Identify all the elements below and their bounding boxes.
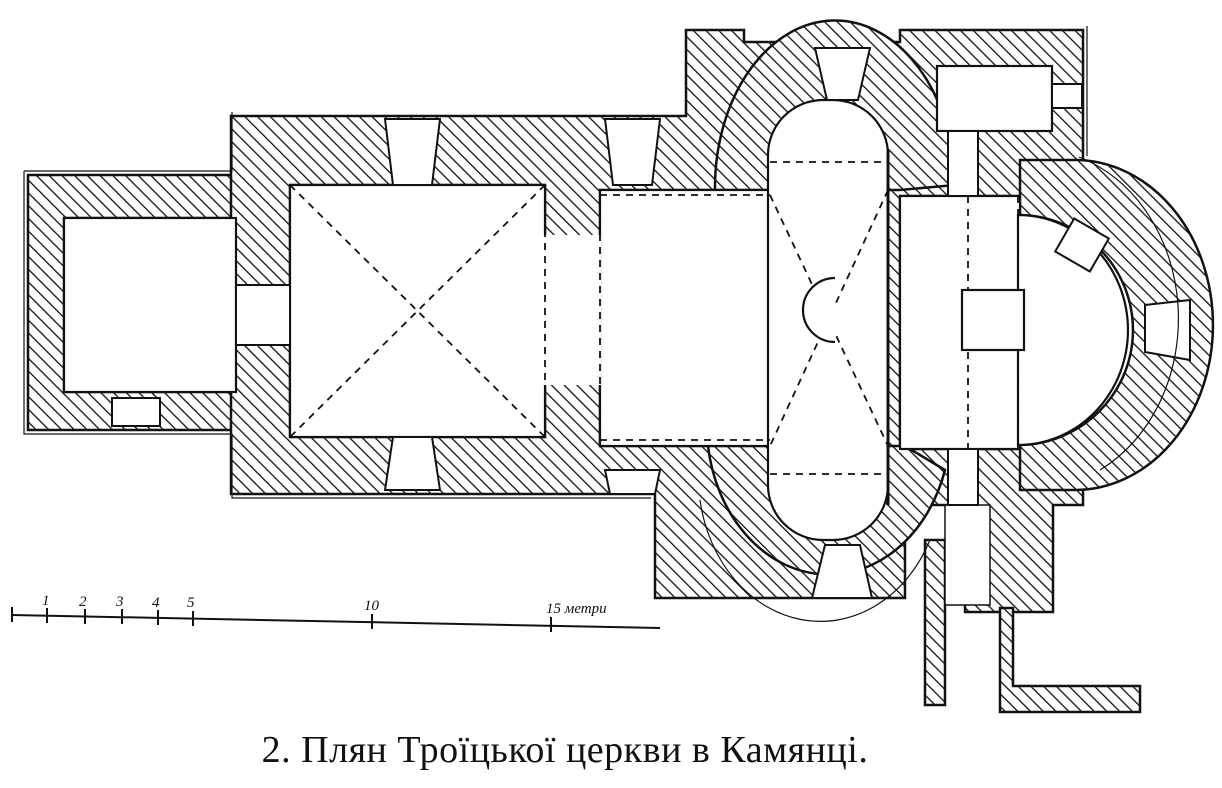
crossing-diagonal-b bbox=[769, 189, 889, 447]
annex-walls bbox=[923, 538, 947, 707]
pier-niche-west bbox=[541, 235, 601, 385]
figure-caption: 2. Плян Троїцької церкви в Камянці. bbox=[261, 729, 869, 771]
window-apse bbox=[1144, 298, 1191, 362]
window-north-2 bbox=[603, 118, 662, 186]
window-north-1 bbox=[383, 118, 442, 186]
central-niche bbox=[801, 276, 836, 344]
passage-south bbox=[944, 504, 991, 606]
north-chamber bbox=[935, 64, 1054, 133]
scale-label-1: 1 bbox=[42, 593, 50, 609]
window-narthex-south bbox=[111, 397, 161, 427]
window-openings bbox=[111, 47, 1191, 599]
interior-spaces bbox=[62, 64, 1130, 606]
nave-bay bbox=[288, 183, 547, 439]
scale-ticks bbox=[11, 607, 552, 632]
altar bbox=[960, 288, 1026, 352]
scale-label-4: 4 bbox=[152, 595, 160, 611]
scale-label-10: 10 bbox=[364, 598, 380, 614]
window-north-chamber bbox=[1051, 83, 1083, 109]
niche-apse bbox=[1053, 217, 1111, 273]
window-south-1 bbox=[383, 436, 442, 491]
passage-north bbox=[947, 130, 979, 197]
window-north-conch bbox=[813, 47, 872, 101]
scale-label-15: 15 метри bbox=[546, 601, 607, 617]
annex-corner bbox=[998, 606, 1142, 714]
narthex-room bbox=[62, 216, 238, 394]
passage-south-door bbox=[947, 448, 979, 506]
window-south-2 bbox=[603, 469, 662, 495]
scale-bar: 1 2 3 4 5 10 15 метри bbox=[11, 593, 661, 632]
window-south-conch bbox=[810, 544, 874, 599]
scale-label-3: 3 bbox=[115, 594, 124, 610]
door-west bbox=[235, 284, 291, 346]
foundation-outline bbox=[23, 26, 1180, 622]
scale-label-2: 2 bbox=[79, 594, 87, 610]
scale-label-5: 5 bbox=[187, 595, 195, 611]
vault-lines bbox=[289, 161, 1019, 475]
